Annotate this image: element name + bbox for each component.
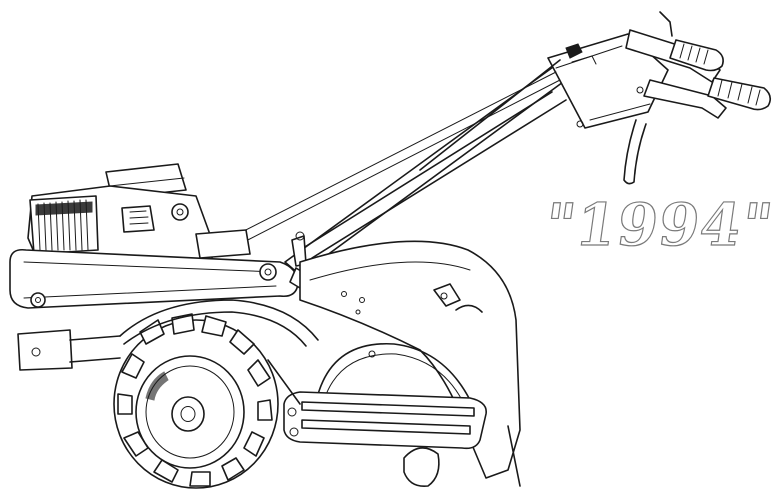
engine-block (27, 163, 251, 267)
depth-regulator-bar (283, 391, 487, 450)
transmission-housing (119, 299, 319, 405)
handlebar-assembly (229, 11, 772, 276)
drive-wheel (113, 313, 279, 489)
tine-hood (299, 240, 521, 488)
year-label: "1994" (540, 190, 778, 259)
